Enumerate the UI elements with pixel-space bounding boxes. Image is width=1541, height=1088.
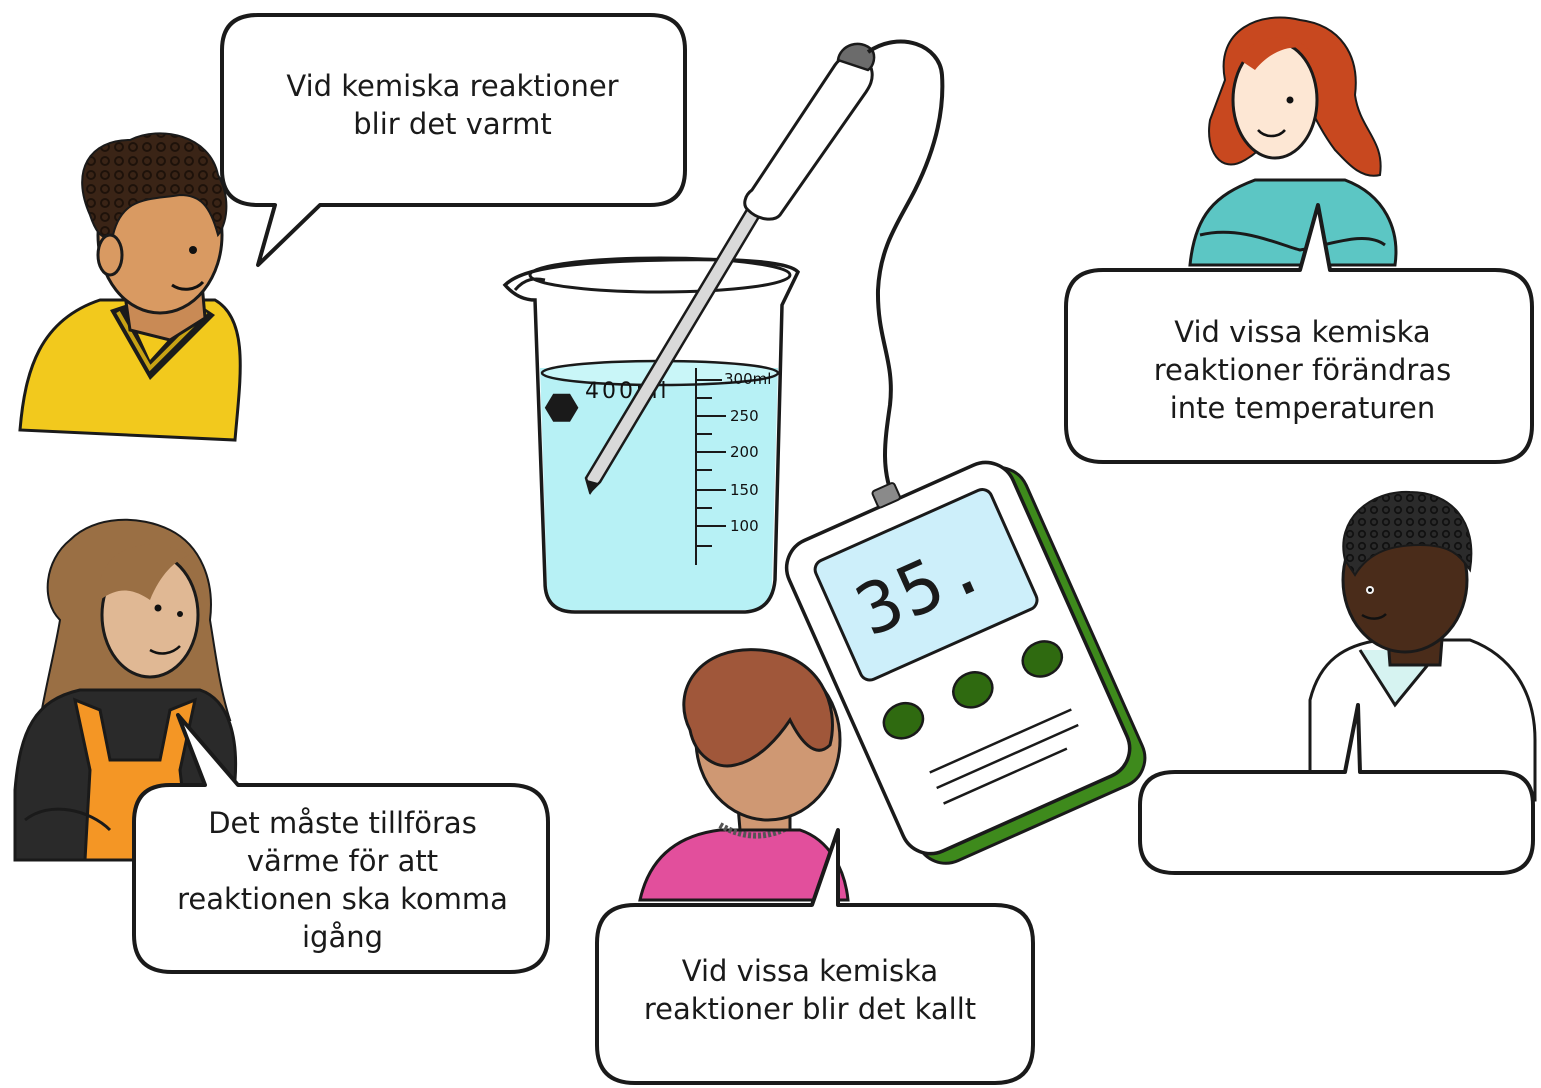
thermometer-probe [584,42,876,495]
speech-bubble-1 [220,13,687,267]
speech-bubble-2 [1064,203,1534,464]
beaker-scale-100: 100 [730,517,759,535]
beaker-scale-250: 250 [730,407,759,425]
beaker-scale-150: 150 [730,481,759,499]
student-boy-white-shirt [1308,490,1537,802]
bubble-3-text: Det måste tillföras värme för att reakti… [177,806,508,954]
beaker-scale-200: 200 [730,443,759,461]
bubble-5-text[interactable] [1145,775,1530,870]
speech-bubble-4 [595,828,1035,1085]
speech-bubble-5 [1138,703,1535,875]
student-boy-yellow-shirt [18,132,242,442]
bubble-2-text: Vid vissa kemiska reaktioner förändras i… [1153,315,1452,425]
bubble-1-text: Vid kemiska reaktioner blir det varmt [286,69,619,141]
speech-bubble-3 [132,713,550,974]
student-girl-pink-shirt [638,648,850,902]
beaker-scale-300: 300ml [724,370,771,388]
beaker: 400ml 300ml 250 200 150 100 [502,256,801,614]
thermometer-meter: 35. [784,460,1147,865]
bubble-4-text: Vid vissa kemiska reaktioner blir det ka… [643,954,977,1026]
student-girl-teal-shirt [1188,16,1398,267]
probe-cable [866,39,945,503]
